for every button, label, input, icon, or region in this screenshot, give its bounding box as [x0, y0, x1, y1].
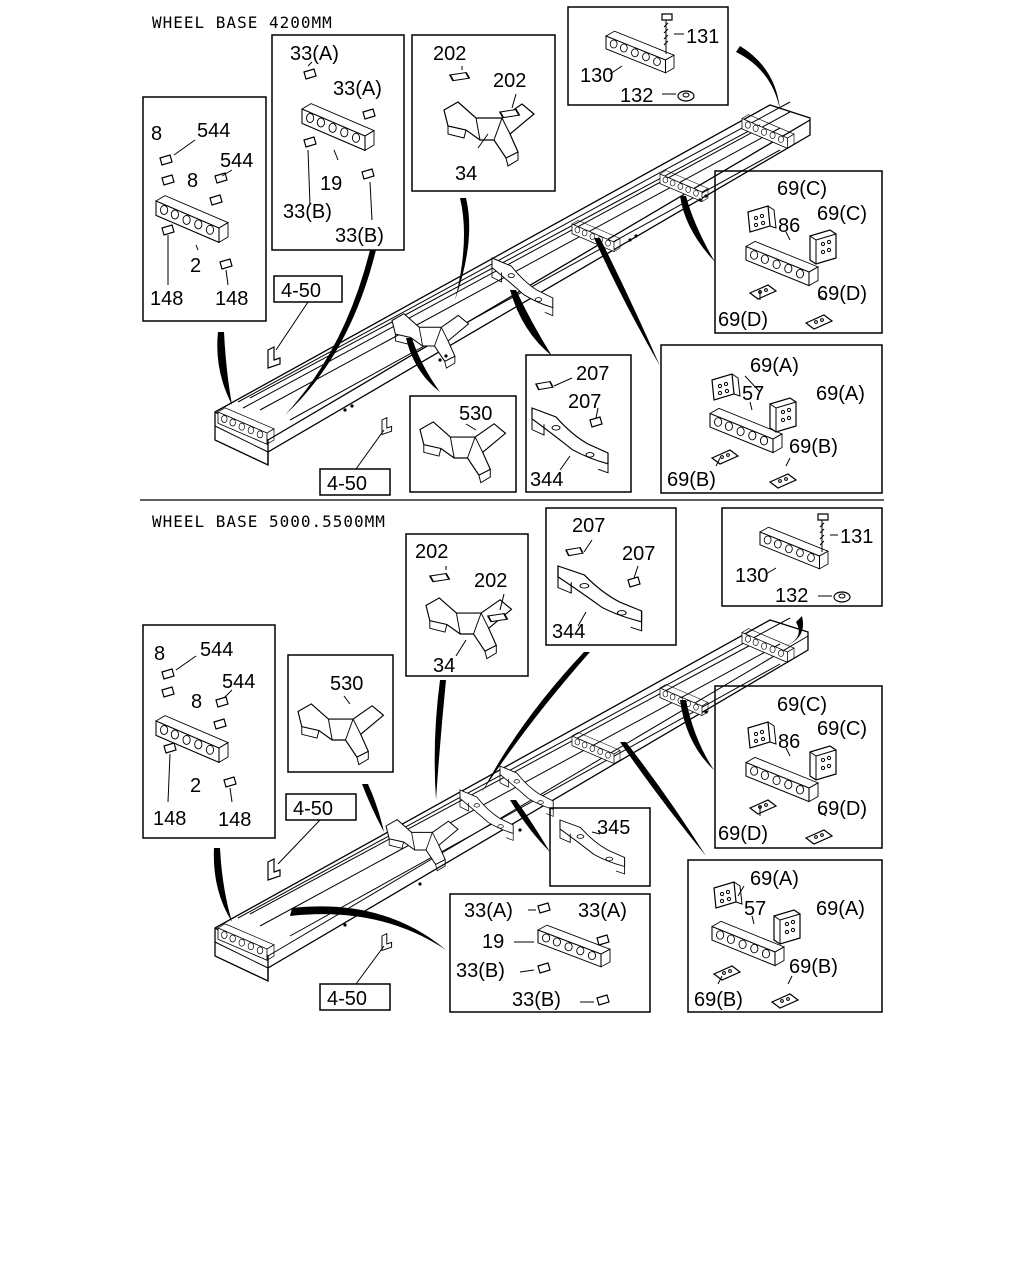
callout-148: 148 — [150, 288, 183, 310]
callout-207: 207 — [568, 391, 601, 413]
callout-69b: 69(B) — [694, 989, 743, 1011]
detail-box-crossmember-530: 530 — [287, 654, 394, 773]
callout-148: 148 — [218, 809, 251, 831]
callout-69c: 69(C) — [777, 694, 827, 716]
callout-2: 2 — [190, 255, 201, 277]
callout-544: 544 — [197, 120, 230, 142]
callout-19: 19 — [482, 931, 504, 953]
reference-label: 4-50 — [327, 473, 367, 495]
detail-box-crossmember-530: 530 — [409, 395, 517, 493]
callout-69d: 69(D) — [817, 798, 867, 820]
callout-8: 8 — [187, 170, 198, 192]
callout-202: 202 — [415, 541, 448, 563]
reference-label: 4-50 — [293, 798, 333, 820]
section-wheelbase-5000-5500: WHEEL BASE 5000.5500MM — [142, 507, 883, 1013]
detail-box-bracket-130: 131 130 132 — [721, 507, 883, 607]
callout-69b: 69(B) — [667, 469, 716, 491]
callout-86: 86 — [778, 215, 800, 237]
detail-box-crossmember-86: 69(C) 86 69(C) 69(D) 69(D) — [714, 685, 883, 849]
callout-130: 130 — [580, 65, 613, 87]
callout-132: 132 — [775, 585, 808, 607]
detail-box-bracket-19: 33(A) 33(A) 19 33(B) 33(B) — [449, 893, 651, 1013]
callout-344: 344 — [552, 621, 585, 643]
callout-8: 8 — [191, 691, 202, 713]
chassis-frame — [214, 101, 811, 467]
callout-132: 132 — [620, 85, 653, 107]
callout-148: 148 — [153, 808, 186, 830]
callout-34: 34 — [433, 655, 455, 677]
callout-69b: 69(B) — [789, 956, 838, 978]
reference-4-50: 4-50 — [277, 793, 357, 865]
detail-box-crossmember-345: 345 — [549, 807, 651, 887]
callout-148: 148 — [215, 288, 248, 310]
detail-box-bracket-2: 8 544 544 8 2 148 148 — [142, 624, 276, 839]
callout-33b: 33(B) — [283, 201, 332, 223]
callout-69c: 69(C) — [817, 203, 867, 225]
callout-33a: 33(A) — [290, 43, 339, 65]
section-title: WHEEL BASE 5000.5500MM — [152, 512, 386, 531]
callout-69a: 69(A) — [816, 383, 865, 405]
callout-33b: 33(B) — [512, 989, 561, 1011]
callout-530: 530 — [459, 403, 492, 425]
detail-box-crossmember-34: 202 202 34 — [411, 34, 556, 192]
callout-544: 544 — [200, 639, 233, 661]
callout-8: 8 — [151, 123, 162, 145]
callout-131: 131 — [840, 526, 873, 548]
detail-box-crossmember-86: 69(C) 86 69(C) 69(D) 69(D) — [714, 170, 883, 334]
callout-8: 8 — [154, 643, 165, 665]
chassis-frame — [214, 617, 809, 983]
detail-box-bracket-130: 131 130 132 — [567, 6, 729, 107]
callout-345: 345 — [597, 817, 630, 839]
callout-344: 344 — [530, 469, 563, 491]
callout-69d: 69(D) — [718, 823, 768, 845]
callout-131: 131 — [686, 26, 719, 48]
callout-33a: 33(A) — [464, 900, 513, 922]
callout-530: 530 — [330, 673, 363, 695]
callout-69d: 69(D) — [817, 283, 867, 305]
reference-4-50: 4-50 — [273, 275, 343, 351]
callout-34: 34 — [455, 163, 477, 185]
detail-box-bracket-19: 33(A) 33(A) 19 33(B) 33(B) — [271, 34, 405, 251]
reference-4-50: 4-50 — [319, 945, 391, 1011]
section-title: WHEEL BASE 4200MM — [152, 13, 333, 32]
callout-33a: 33(A) — [333, 78, 382, 100]
callout-33b: 33(B) — [456, 960, 505, 982]
callout-2: 2 — [190, 775, 201, 797]
section-wheelbase-4200: WHEEL BASE 4200MM — [142, 6, 883, 496]
detail-box-crossmember-57: 69(A) 57 69(A) 69(B) 69(B) — [687, 859, 883, 1013]
callout-69a: 69(A) — [816, 898, 865, 920]
callout-544: 544 — [222, 671, 255, 693]
callout-202: 202 — [474, 570, 507, 592]
detail-box-crossmember-344: 207 207 344 — [525, 354, 632, 493]
callout-207: 207 — [576, 363, 609, 385]
callout-57: 57 — [742, 383, 764, 405]
callout-130: 130 — [735, 565, 768, 587]
callout-69c: 69(C) — [777, 178, 827, 200]
detail-box-crossmember-57: 69(A) 57 69(A) 69(B) 69(B) — [660, 344, 883, 494]
reference-label: 4-50 — [327, 988, 367, 1010]
detail-box-bracket-2: 8 544 544 8 2 148 148 — [142, 96, 267, 322]
reference-label: 4-50 — [281, 280, 321, 302]
callout-69a: 69(A) — [750, 868, 799, 890]
callout-69a: 69(A) — [750, 355, 799, 377]
callout-33a: 33(A) — [578, 900, 627, 922]
callout-69d: 69(D) — [718, 309, 768, 331]
callout-19: 19 — [320, 173, 342, 195]
detail-box-crossmember-34: 202 202 34 — [405, 533, 529, 677]
callout-207: 207 — [622, 543, 655, 565]
callout-202: 202 — [433, 43, 466, 65]
callout-69b: 69(B) — [789, 436, 838, 458]
callout-86: 86 — [778, 731, 800, 753]
callout-33b: 33(B) — [335, 225, 384, 247]
reference-4-50: 4-50 — [319, 429, 391, 496]
callout-57: 57 — [744, 898, 766, 920]
callout-202: 202 — [493, 70, 526, 92]
callout-69c: 69(C) — [817, 718, 867, 740]
detail-box-crossmember-344: 207 207 344 — [545, 507, 677, 646]
callout-207: 207 — [572, 515, 605, 537]
callout-544: 544 — [220, 150, 253, 172]
